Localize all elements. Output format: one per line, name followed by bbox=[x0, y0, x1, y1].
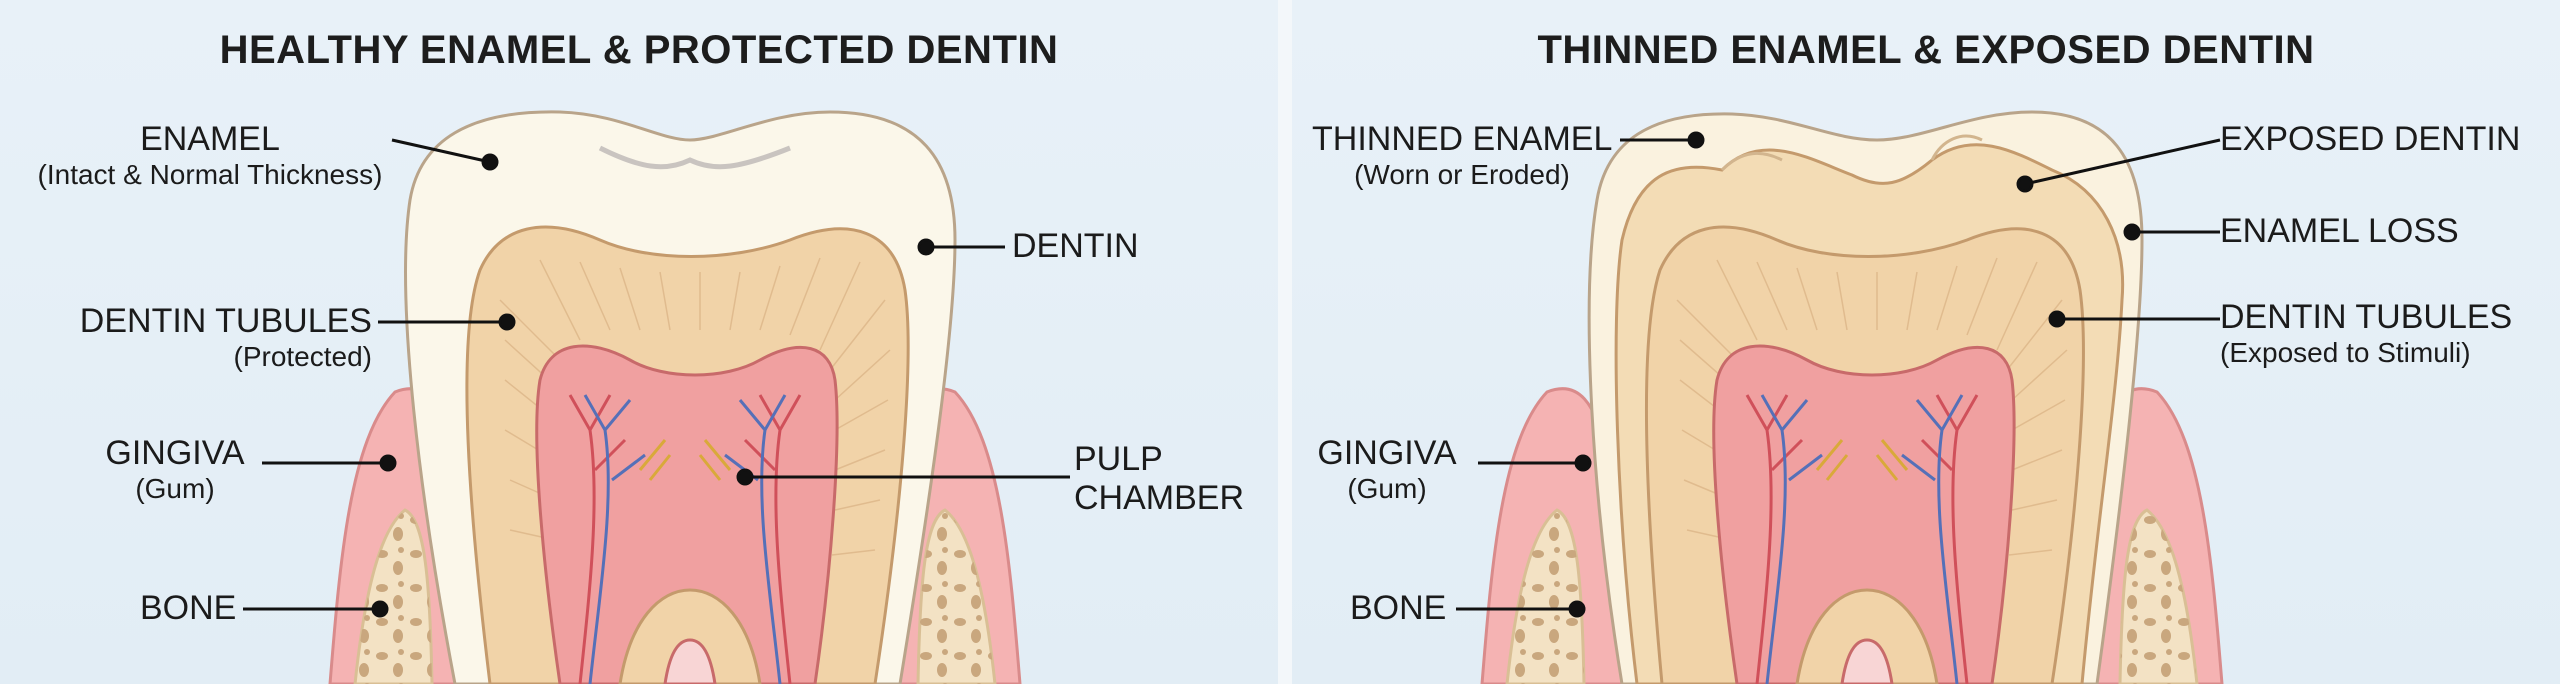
worn-tooth-panel: THINNED ENAMEL & EXPOSED DENTIN THINNED … bbox=[1292, 0, 2560, 684]
label-gingiva-sub: (Gum) bbox=[135, 473, 215, 505]
leader-lines bbox=[1456, 131, 2221, 618]
label-thinned-enamel-text: THINNED ENAMEL bbox=[1312, 120, 1613, 158]
healthy-tooth-panel: HEALTHY ENAMEL & PROTECTED DENTIN ENAMEL… bbox=[0, 0, 1278, 684]
label-dentin-tubules-sub: (Exposed to Stimuli) bbox=[2220, 337, 2471, 369]
worn-tooth-illustration bbox=[1456, 110, 2224, 684]
label-enamel-loss: ENAMEL LOSS bbox=[2220, 212, 2459, 251]
label-bone-text: BONE bbox=[1350, 589, 1447, 627]
label-dentin-tubules: DENTIN TUBULES (Exposed to Stimuli) bbox=[2220, 298, 2512, 369]
label-thinned-enamel: THINNED ENAMEL (Worn or Eroded) bbox=[1312, 120, 1612, 191]
label-enamel-loss-text: ENAMEL LOSS bbox=[2220, 212, 2459, 250]
label-gingiva: GINGIVA (Gum) bbox=[100, 434, 250, 505]
label-exposed-dentin-text: EXPOSED DENTIN bbox=[2220, 120, 2521, 158]
pulp-chamber bbox=[1712, 344, 2016, 684]
leader-lines bbox=[243, 138, 1070, 618]
label-enamel-text: ENAMEL bbox=[140, 120, 280, 158]
label-pulp-chamber: PULP CHAMBER bbox=[1074, 440, 1244, 518]
enamel-groove bbox=[598, 145, 791, 170]
bone-left-pores bbox=[1507, 510, 1584, 684]
pulp-vessels bbox=[568, 394, 802, 684]
label-dentin-tubules-text: DENTIN TUBULES bbox=[79, 302, 372, 340]
label-enamel-sub: (Intact & Normal Thickness) bbox=[37, 159, 383, 191]
panel-title: HEALTHY ENAMEL & PROTECTED DENTIN bbox=[219, 28, 1059, 72]
label-bone-text: BONE bbox=[140, 589, 237, 627]
label-bone: BONE bbox=[1350, 589, 1446, 628]
bone-left-pores bbox=[355, 510, 432, 684]
healthy-tooth-illustration bbox=[243, 110, 1070, 684]
label-pulp-line1: PULP bbox=[1074, 440, 1163, 478]
label-enamel: ENAMEL (Intact & Normal Thickness) bbox=[30, 120, 390, 191]
label-pulp-line2: CHAMBER bbox=[1074, 479, 1245, 518]
label-dentin: DENTIN bbox=[1012, 227, 1139, 266]
label-dentin-tubules: DENTIN TUBULES (Protected) bbox=[40, 302, 372, 373]
bone-right-pores bbox=[918, 510, 995, 684]
label-gingiva: GINGIVA (Gum) bbox=[1312, 434, 1462, 505]
label-gingiva-sub: (Gum) bbox=[1347, 473, 1427, 505]
pulp-chamber bbox=[535, 344, 839, 684]
label-dentin-text: DENTIN bbox=[1012, 227, 1139, 265]
root-canal-gap bbox=[1840, 638, 1894, 684]
panel-title: THINNED ENAMEL & EXPOSED DENTIN bbox=[1537, 28, 2315, 72]
pulp-inner-floor bbox=[1795, 588, 1939, 684]
panel-divider bbox=[1278, 0, 1292, 684]
pulp-vessels bbox=[1745, 394, 1979, 684]
worn-crown-crack bbox=[1720, 134, 1983, 172]
label-dentin-tubules-text: DENTIN TUBULES bbox=[2220, 298, 2513, 336]
label-bone: BONE bbox=[140, 589, 236, 628]
label-exposed-dentin: EXPOSED DENTIN bbox=[2220, 120, 2520, 159]
label-dentin-tubules-sub: (Protected) bbox=[233, 341, 373, 373]
label-gingiva-text: GINGIVA bbox=[105, 434, 245, 472]
bone-right-pores bbox=[2120, 510, 2197, 684]
root-canal-gap bbox=[663, 638, 717, 684]
pulp-inner-floor bbox=[618, 588, 762, 684]
label-thinned-enamel-sub: (Worn or Eroded) bbox=[1354, 159, 1570, 191]
label-gingiva-text: GINGIVA bbox=[1317, 434, 1457, 472]
